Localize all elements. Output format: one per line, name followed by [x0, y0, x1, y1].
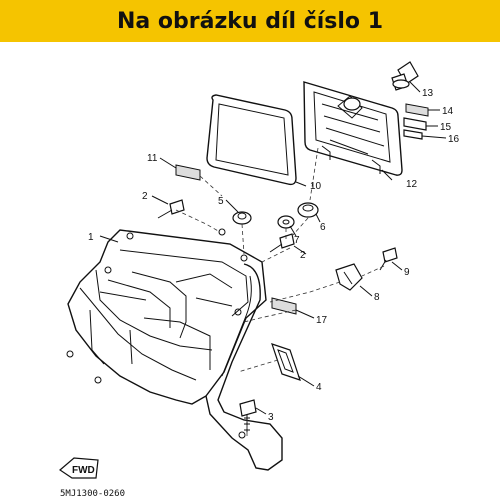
- callout-10: 10: [310, 181, 322, 192]
- grommet-part: [232, 211, 252, 225]
- callout-17: 17: [316, 315, 328, 326]
- screw-9-part: [379, 247, 398, 271]
- label-stickers-part: [403, 103, 429, 140]
- callout-8: 8: [374, 292, 380, 303]
- sticker-part: [175, 164, 201, 181]
- callout-16: 16: [448, 134, 460, 145]
- nozzle-part: [391, 61, 419, 91]
- callout-15: 15: [440, 122, 452, 133]
- fwd-label: FWD: [72, 465, 95, 476]
- callout-1: 1: [88, 232, 94, 243]
- callout-9: 9: [404, 267, 410, 278]
- callout-13: 13: [422, 88, 434, 99]
- callout-7: 7: [294, 235, 300, 246]
- callout-6: 6: [320, 222, 326, 233]
- clip-part: [335, 263, 363, 291]
- air-cleaner-case: [66, 228, 283, 471]
- callout-2a: 2: [142, 191, 148, 202]
- washer-part: [277, 215, 295, 229]
- callout-14: 14: [442, 106, 454, 117]
- bolt-part: [239, 399, 257, 432]
- fwd-arrow-icon: FWD: [59, 457, 99, 479]
- callout-5: 5: [218, 196, 224, 207]
- callout-2b: 2: [300, 250, 306, 261]
- callout-12: 12: [406, 179, 418, 190]
- banner-title: Na obrázku díl číslo 1: [116, 8, 384, 34]
- gasket-part: [206, 94, 297, 186]
- bracket-part: [271, 343, 301, 381]
- guide-lines: [175, 147, 385, 436]
- callout-numbers: 1 2 2 3 4 5 6 7 8 9 10 11 12 13 14 15 16…: [88, 88, 460, 423]
- filter-cover-part: [303, 81, 403, 176]
- diagram-code: 5MJ1300-0260: [60, 489, 125, 499]
- header-banner: Na obrázku díl číslo 1: [0, 0, 500, 42]
- screw-part: [157, 199, 185, 219]
- callout-11: 11: [147, 153, 158, 164]
- callout-3: 3: [268, 412, 274, 423]
- callout-4: 4: [316, 382, 322, 393]
- screw-part-b: [269, 233, 295, 253]
- grommet-6-part: [297, 202, 319, 218]
- sticker-17-part: [271, 297, 297, 315]
- leader-lines: [99, 81, 447, 415]
